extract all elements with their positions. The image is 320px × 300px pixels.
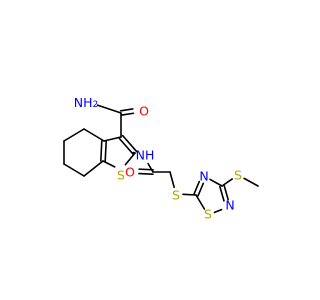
bond-C_acyl-O_acyl-b (138, 172, 154, 175)
bond-C_ring5_3a-C_ring5_7a-a (100, 140, 103, 162)
bond-C_hex1-C_hex2 (63, 128, 85, 142)
atom-label-n-amide: NH2 (74, 95, 98, 111)
bond-N_td_upper-C_td3 (209, 178, 223, 187)
bond-layer (63, 104, 259, 214)
bond-S_thiadiazole-C_td5 (195, 194, 206, 210)
bond-C_td5-N_td_upper-a (197, 182, 205, 197)
atom-label-s-thioether: S (172, 188, 180, 203)
atom-label-n-td-upper: N (199, 169, 208, 184)
bond-S_methylthio-C_methyl (243, 177, 259, 187)
bond-C_ring5_3-C_ring5_2-a (118, 137, 135, 156)
bond-C_hex3-C_hex4 (63, 163, 85, 177)
bond-C_ring5_3a-C_ring5_3 (103, 136, 122, 142)
bond-C_carbonyl-O_amide-b (119, 108, 134, 112)
bond-C_carbonyl-O_amide-a (120, 112, 135, 116)
bond-C_ring5_3-C_ring5_2-b (121, 134, 138, 153)
bond-C_acyl-O_acyl-a (138, 168, 154, 171)
bond-C_td3-N_td_lower-a (219, 185, 225, 202)
bond-C_ch2-S_thioether (169, 171, 175, 189)
bond-C_td3-N_td_lower-b (223, 184, 229, 201)
bond-S_thiophene-C_ring5_7a (102, 160, 116, 168)
bond-C_ring5_3a-C_ring5_7a-b (104, 140, 107, 162)
bond-N_td_lower-S_thiadiazole (213, 208, 223, 214)
bond-C_ring5_2-S_thiophene (124, 152, 136, 166)
bond-C_td5-N_td_upper-b (193, 180, 201, 195)
atom-label-o-acyl: O (125, 165, 135, 180)
atom-label-s-thiophene: S (117, 168, 125, 183)
bond-C_td3-S_methylthio (221, 178, 234, 187)
atom-label-n-td-lower: N (225, 198, 234, 213)
atom-label-o-amide: O (139, 104, 149, 119)
bond-C_carbonyl-N_amide (96, 104, 122, 114)
bond-C_hex4-C_ring5_7a (83, 160, 104, 177)
atom-label-s-methylthio: S (234, 168, 242, 183)
atom-label-n-link: NH (136, 148, 155, 163)
bond-C_hex1-C_ring5_3a (83, 128, 105, 142)
atom-label-s-thiadiazole: S (204, 207, 212, 222)
bond-N_link-C_acyl (147, 162, 154, 173)
